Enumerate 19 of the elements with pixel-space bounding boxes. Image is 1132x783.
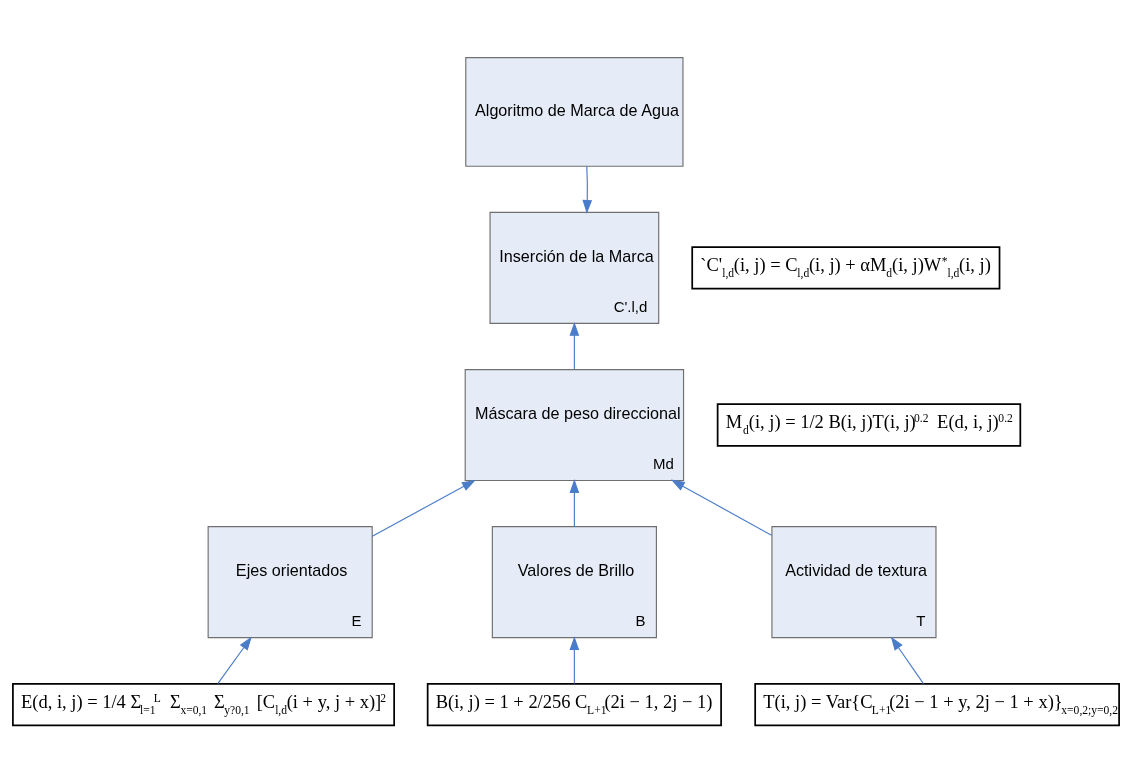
- node-box: Algoritmo de Marca de Agua: [465, 57, 684, 167]
- node-box: M$_{d}$(i, j) = 1/2 B(i, j)T(i, j)$^{0.2}$ E(d, i, j)$^{0.2}$: [716, 403, 1022, 447]
- node-box: T(i, j) = Var{C$_{L+1}$(2i − 1 + y, 2j − 1 + x)}$_{x=0,2;y=0,2}$: [754, 682, 1120, 727]
- arrow: [569, 636, 580, 685]
- arrow: [569, 321, 580, 370]
- arrow: [670, 479, 773, 536]
- node-box: Máscara de peso direccional Md: [464, 368, 685, 482]
- node-box: Inserción de la Marca C'.l,d: [489, 211, 660, 324]
- arrow: [569, 479, 580, 527]
- arrow: [582, 165, 593, 214]
- node-box: Valores de Brillo B: [491, 526, 657, 639]
- node-box: B(i, j) = 1 + 2/256 C$_{L+1}$(2i − 1, 2j − 1): [426, 682, 722, 727]
- arrow: [217, 636, 252, 685]
- node-box: E(d, i, j) = 1/4 Σ$_{l=1}$$^{L}$ Σ$_{x=0,1}$ Σ$_{y?0,1}$ [C$_{l,d}$(i + y, j + x)]$^{2}$: [12, 682, 395, 727]
- arrow: [890, 636, 924, 685]
- arrow: [371, 479, 476, 537]
- node-box: `C'$_{l,d}$(i, j) = C$_{l,d}$(i, j) + αM$_{d}$(i, j)W$^{*}$$_{l,d}$(i, j): [691, 246, 1001, 290]
- node-box: Actividad de textura T: [771, 526, 937, 639]
- node-box: Ejes orientados E: [207, 526, 373, 639]
